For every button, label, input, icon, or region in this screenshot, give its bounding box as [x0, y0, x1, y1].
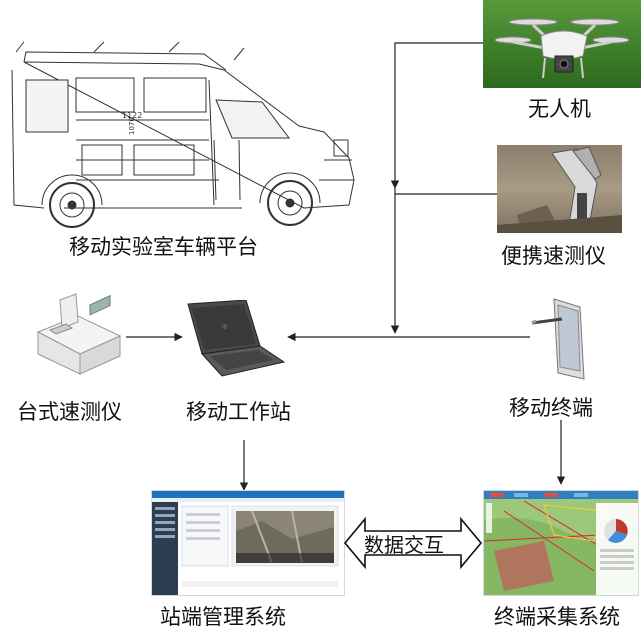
drone-connector [390, 42, 483, 189]
map-software-icon [484, 491, 638, 595]
terminal-system-screenshot [483, 490, 639, 596]
data-exchange-arrow: 数据交互 [343, 516, 483, 570]
management-software-icon [152, 491, 344, 595]
double-arrow-icon [343, 516, 483, 570]
svg-text:◎: ◎ [222, 323, 227, 330]
vehicle-label: 移动实验室车辆平台 [69, 235, 258, 259]
workstation-label: 移动工作站 [186, 400, 291, 424]
terminal-label: 移动终端 [509, 396, 593, 420]
drone-image [483, 0, 641, 88]
workstation-image: ◎ [182, 299, 286, 380]
desktop-analyzer-icon [36, 293, 122, 375]
handheld-analyzer-icon [497, 146, 622, 233]
terminal-system-label: 终端采集系统 [494, 605, 620, 629]
drone-icon [494, 18, 630, 79]
vehicle-image: 1122 1070 [4, 40, 360, 230]
dimension-label-2: 1070 [128, 117, 136, 135]
van-icon: 1122 1070 [11, 41, 355, 228]
portable-analyzer-label: 便携速测仪 [501, 244, 606, 268]
dimension-label-1: 1122 [122, 111, 142, 120]
smartphone-stylus-icon [531, 298, 585, 380]
desktop-analyzer-label: 台式速测仪 [17, 400, 122, 424]
laptop-icon: ◎ [187, 299, 286, 377]
portable-analyzer-image [497, 145, 622, 233]
station-system-screenshot [151, 490, 345, 596]
terminal-image [530, 293, 590, 385]
desktop-analyzer-image [32, 292, 124, 378]
data-exchange-label: 数据交互 [364, 533, 444, 557]
drone-label: 无人机 [528, 97, 591, 121]
station-system-label: 站端管理系统 [160, 605, 286, 629]
